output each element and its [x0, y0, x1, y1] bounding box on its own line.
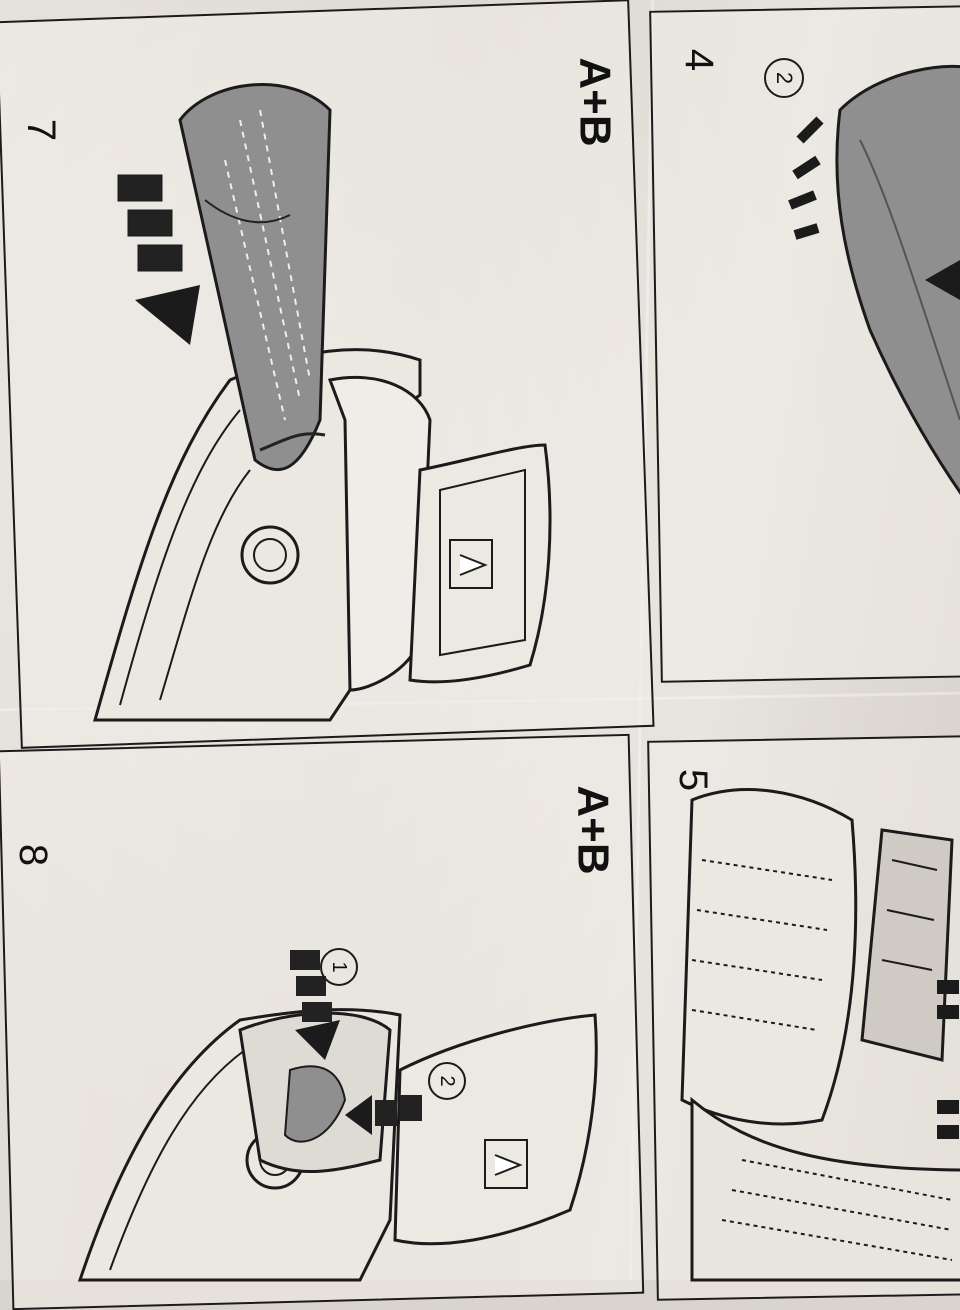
- callout-number: 2: [436, 1075, 459, 1087]
- downward-arrow-icon: [290, 950, 340, 1060]
- step-7-illustration: [93, 83, 552, 722]
- step-5-illustration: [680, 788, 960, 1282]
- step-8-illustration: [77, 950, 598, 1282]
- callout-circle-2: 2: [428, 1062, 466, 1100]
- left-arrow-icon: [345, 1095, 422, 1135]
- downward-arrow-icon: [117, 174, 200, 345]
- step-4-illustration: [788, 64, 960, 495]
- callout-circle-1: 1: [320, 948, 358, 986]
- callout-number: 1: [328, 961, 351, 973]
